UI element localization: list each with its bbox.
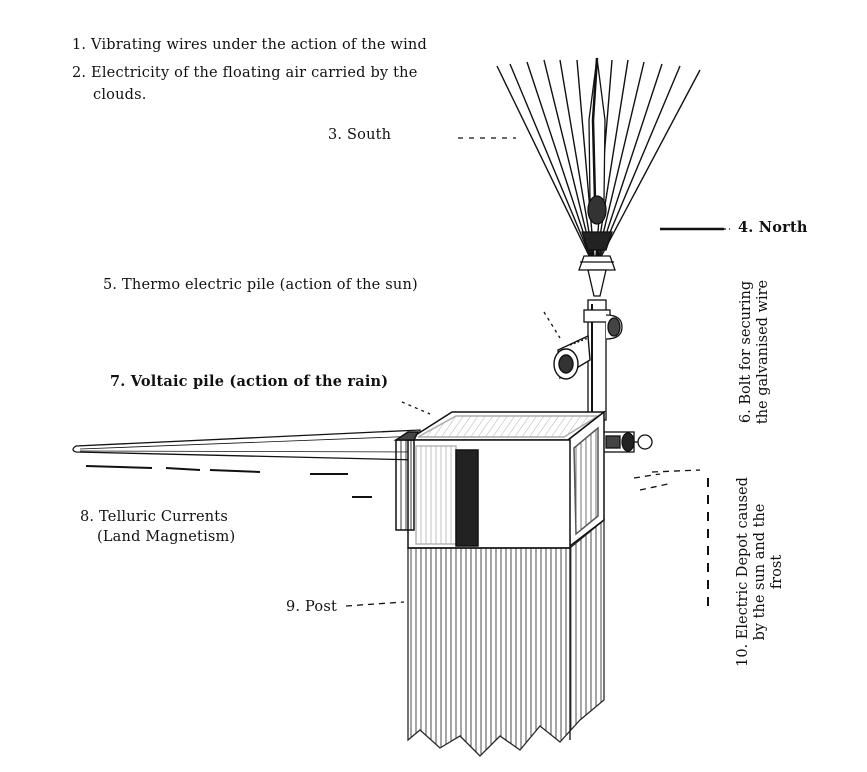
label-electric-depot: 10. Electric Depot caused by the sun and… xyxy=(735,464,786,680)
spire xyxy=(578,57,616,297)
label-thermo-electric-pile: 5. Thermo electric pile (action of the s… xyxy=(103,277,418,293)
label-land-magnetism: (Land Magnetism) xyxy=(97,529,236,545)
label-voltaic-pile: 7. Voltaic pile (action of the rain) xyxy=(110,373,389,390)
thermo-pile xyxy=(553,334,591,380)
label-south: 3. South xyxy=(328,127,392,143)
label-bolt: 6. Bolt for securing the galvanised wire xyxy=(738,264,772,440)
label-vibrating-wires: 1. Vibrating wires under the action of t… xyxy=(72,37,427,53)
label-electric-depot-line1: 10. Electric Depot caused xyxy=(735,477,751,667)
label-electric-depot-line3: frost xyxy=(769,554,785,590)
wooden-post xyxy=(407,518,605,757)
label-post: 9. Post xyxy=(286,599,338,615)
label-floating-air-electricity-cont: clouds. xyxy=(93,87,147,103)
leader-lines xyxy=(85,137,730,607)
label-bolt-line2: the galvanised wire xyxy=(755,279,771,425)
box xyxy=(393,410,607,549)
label-telluric-currents: 8. Telluric Currents xyxy=(80,509,228,525)
label-north: 4. North xyxy=(738,219,808,236)
label-bolt-line1: 6. Bolt for securing xyxy=(738,280,754,424)
label-floating-air-electricity: 2. Electricity of the floating air carri… xyxy=(72,65,418,81)
horizontal-arm xyxy=(72,429,421,461)
label-electric-depot-line2: by the sun and the xyxy=(752,503,768,641)
